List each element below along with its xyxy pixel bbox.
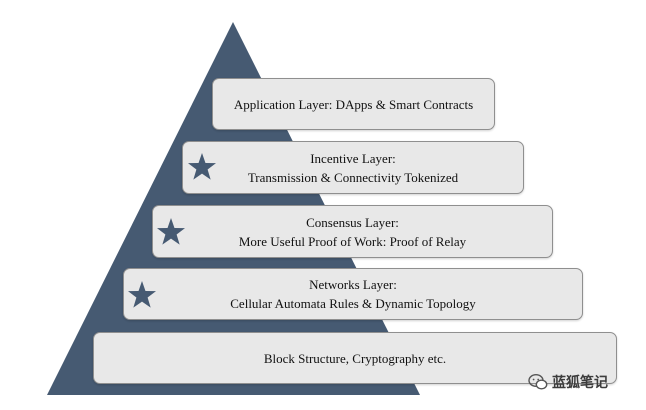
layer-consensus-detail: More Useful Proof of Work: Proof of Rela… [238,233,467,249]
watermark: 蓝狐笔记 [528,372,608,392]
watermark-text: 蓝狐笔记 [552,375,608,391]
layer-application: Application Layer: DApps & Smart Contrac… [212,78,495,130]
layer-consensus: Consensus Layer: More Useful Proof of Wo… [152,205,553,258]
star-icon [188,153,216,180]
layer-block-structure-text: Block Structure, Cryptography etc. [263,350,447,366]
layer-networks-detail: Cellular Automata Rules & Dynamic Topolo… [230,296,476,311]
star-icon [157,218,185,245]
layer-incentive-detail: Transmission & Connectivity Tokenized [247,169,459,185]
star-icon [128,281,156,308]
layer-incentive-title: Incentive Layer: [310,150,396,166]
layer-consensus-title: Consensus Layer: [306,214,399,230]
layer-networks: Networks Layer: Cellular Automata Rules … [123,268,583,320]
wechat-icon [528,373,548,390]
layer-incentive: Incentive Layer: Transmission & Connecti… [182,141,524,194]
layer-block-structure: Block Structure, Cryptography etc. [93,332,617,384]
layer-application-text: Application Layer: DApps & Smart Contrac… [233,96,474,112]
layer-networks-title: Networks Layer: [309,277,397,292]
